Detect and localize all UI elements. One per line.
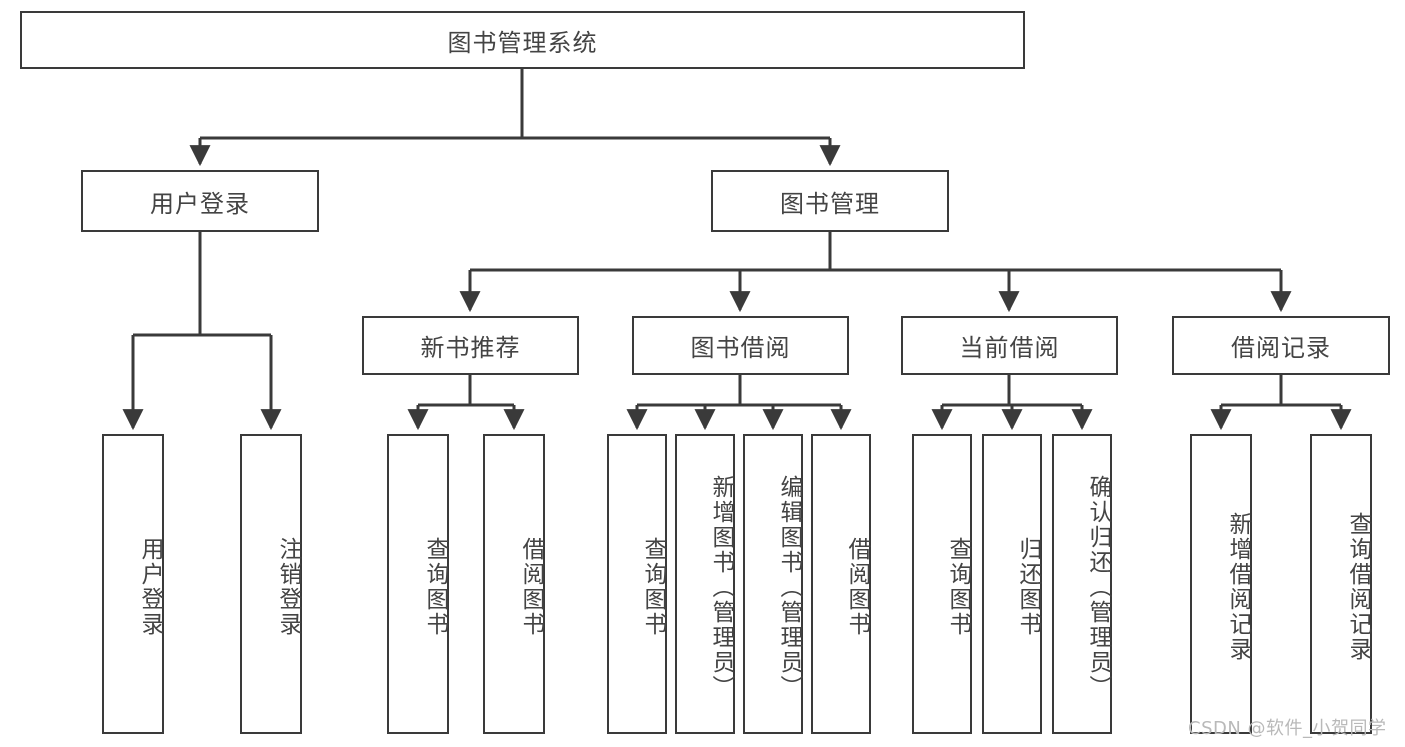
leaf-edit-book-admin[interactable]: 编辑图书（管理员）: [743, 434, 803, 734]
node-borrow-record[interactable]: 借阅记录: [1172, 316, 1390, 375]
leaf-label: 确认归还（管理员）: [1085, 474, 1111, 700]
leaf-borrow-book[interactable]: 借阅图书: [811, 434, 871, 734]
leaf-confirm-return-admin[interactable]: 确认归还（管理员）: [1052, 434, 1112, 734]
watermark: CSDN @软件_小贺同学: [1188, 718, 1387, 739]
leaf-logout[interactable]: 注销登录: [240, 434, 302, 734]
node-new-book-recommend[interactable]: 新书推荐: [362, 316, 579, 375]
node-borrow-record-label: 借阅记录: [1231, 334, 1331, 362]
leaf-user-login[interactable]: 用户登录: [102, 434, 164, 734]
leaf-add-borrow-record[interactable]: 新增借阅记录: [1190, 434, 1252, 734]
leaf-query-book-borrow[interactable]: 查询图书: [607, 434, 667, 734]
leaf-label: 借阅图书: [844, 537, 870, 637]
leaf-label: 编辑图书（管理员）: [776, 474, 802, 700]
leaf-add-book-admin[interactable]: 新增图书（管理员）: [675, 434, 735, 734]
node-book-management-label: 图书管理: [780, 189, 880, 218]
leaf-query-borrow-record[interactable]: 查询借阅记录: [1310, 434, 1372, 734]
leaf-query-book-newrec[interactable]: 查询图书: [387, 434, 449, 734]
leaf-label: 注销登录: [275, 537, 301, 637]
leaf-label: 查询图书: [945, 537, 971, 637]
node-user-login[interactable]: 用户登录: [81, 170, 319, 232]
leaf-borrow-book-newrec[interactable]: 借阅图书: [483, 434, 545, 734]
leaf-return-book[interactable]: 归还图书: [982, 434, 1042, 734]
node-root[interactable]: 图书管理系统: [20, 11, 1025, 69]
leaf-label: 新增图书（管理员）: [708, 474, 734, 700]
node-root-label: 图书管理系统: [447, 28, 598, 57]
node-book-borrow-label: 图书借阅: [690, 334, 791, 362]
leaf-label: 归还图书: [1015, 537, 1041, 637]
node-book-borrow[interactable]: 图书借阅: [632, 316, 849, 375]
leaf-label: 查询图书: [422, 537, 448, 637]
leaf-query-book-current[interactable]: 查询图书: [912, 434, 972, 734]
leaf-label: 查询图书: [640, 537, 666, 637]
node-current-borrow[interactable]: 当前借阅: [901, 316, 1118, 375]
node-current-borrow-label: 当前借阅: [959, 334, 1060, 362]
leaf-label: 查询借阅记录: [1345, 512, 1371, 662]
leaf-label: 借阅图书: [518, 537, 544, 637]
node-new-book-recommend-label: 新书推荐: [420, 334, 521, 362]
node-book-management[interactable]: 图书管理: [711, 170, 949, 232]
leaf-label: 新增借阅记录: [1225, 512, 1251, 662]
leaf-label: 用户登录: [137, 537, 163, 637]
node-user-login-label: 用户登录: [150, 189, 250, 218]
